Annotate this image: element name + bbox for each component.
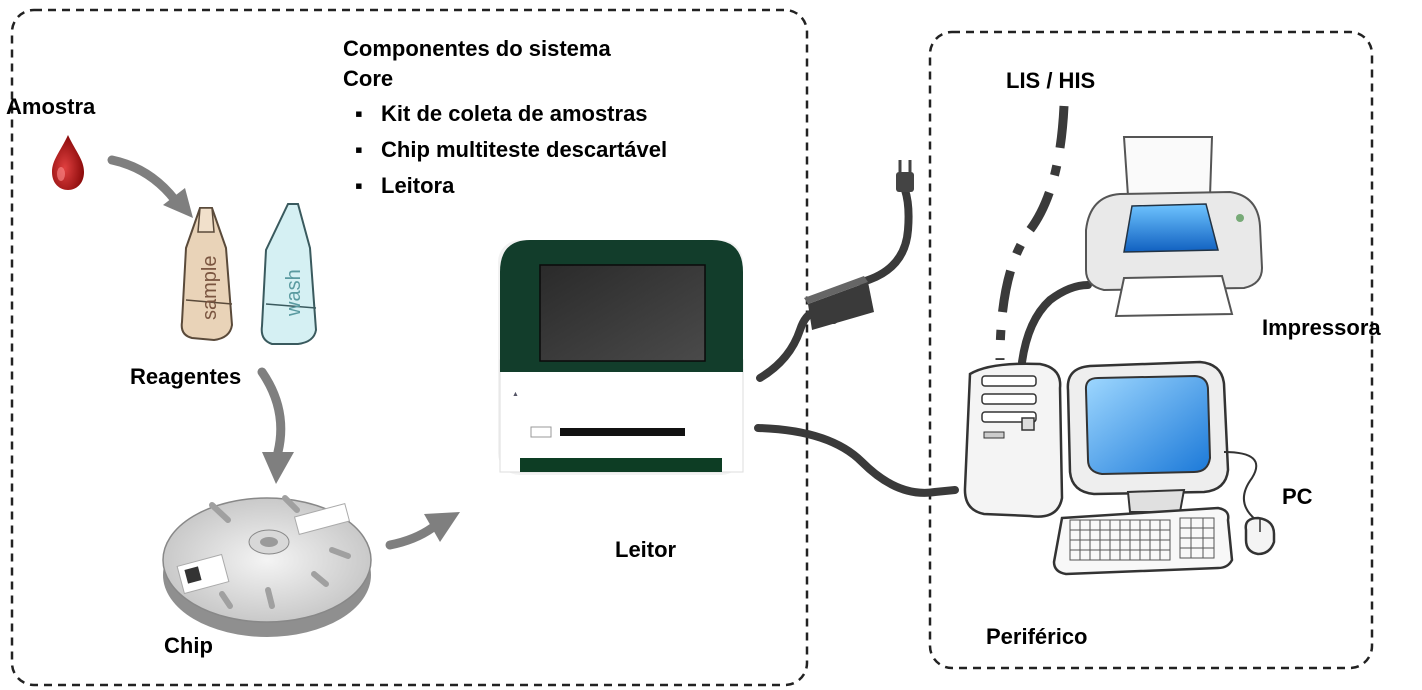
- blood-drop-icon: [52, 135, 84, 190]
- pc-tower-icon: [963, 362, 1064, 518]
- reagents-label: Reagentes: [130, 364, 242, 389]
- sample-tube-label: sample: [199, 256, 221, 320]
- list-item: ▪Leitora: [355, 173, 455, 198]
- lis-his-connection: [995, 105, 1069, 361]
- arrow-head-1: [163, 188, 193, 218]
- arrow-sample-to-reagents: [107, 155, 180, 205]
- keyboard-icon: [1052, 506, 1234, 576]
- wash-tube-icon: [260, 203, 318, 345]
- arrow-reagents-to-chip: [257, 367, 286, 457]
- arrow-head-2: [262, 452, 294, 484]
- list-item: ▪Kit de coleta de amostras: [355, 101, 648, 126]
- components-title-line1: Componentes do sistema: [343, 36, 611, 61]
- component-kit-label: Kit de coleta de amostras: [381, 101, 648, 126]
- chip-label: Chip: [164, 633, 213, 658]
- printer-icon: [1085, 136, 1264, 318]
- power-adapter-icon: [804, 276, 874, 330]
- list-item: ▪Chip multiteste descartável: [355, 137, 668, 162]
- reader-device: ▲: [498, 240, 744, 475]
- sample-label: Amostra: [6, 94, 96, 119]
- core-system-box: [10, 8, 809, 687]
- printer-cable: [1018, 281, 1092, 366]
- peripheral-label: Periférico: [986, 624, 1088, 649]
- component-reader-label: Leitora: [381, 173, 455, 198]
- sample-tube-icon: [180, 207, 234, 342]
- mouse-icon: [1244, 516, 1276, 556]
- peripheral-box: [928, 30, 1374, 670]
- chip-disc-icon: [162, 495, 372, 637]
- monitor-icon: [1066, 360, 1230, 513]
- arrow-head-3: [424, 512, 460, 542]
- printer-label: Impressora: [1262, 315, 1381, 340]
- reader-brand-mark: ▲: [512, 391, 519, 398]
- power-cable: [756, 186, 913, 382]
- wash-tube-label: wash: [283, 269, 305, 317]
- components-title-line2: Core: [343, 66, 394, 91]
- mouse-cable: [1223, 451, 1258, 521]
- data-cable: [754, 424, 959, 497]
- core-components-list: Componentes do sistema Core ▪Kit de cole…: [343, 34, 667, 204]
- lis-his-label: LIS / HIS: [1006, 68, 1096, 93]
- pc-label: PC: [1282, 484, 1313, 509]
- reader-label: Leitor: [615, 537, 677, 562]
- arrow-chip-to-reader: [385, 523, 437, 550]
- power-plug-icon: [896, 160, 914, 192]
- component-chip-label: Chip multiteste descartável: [381, 137, 668, 162]
